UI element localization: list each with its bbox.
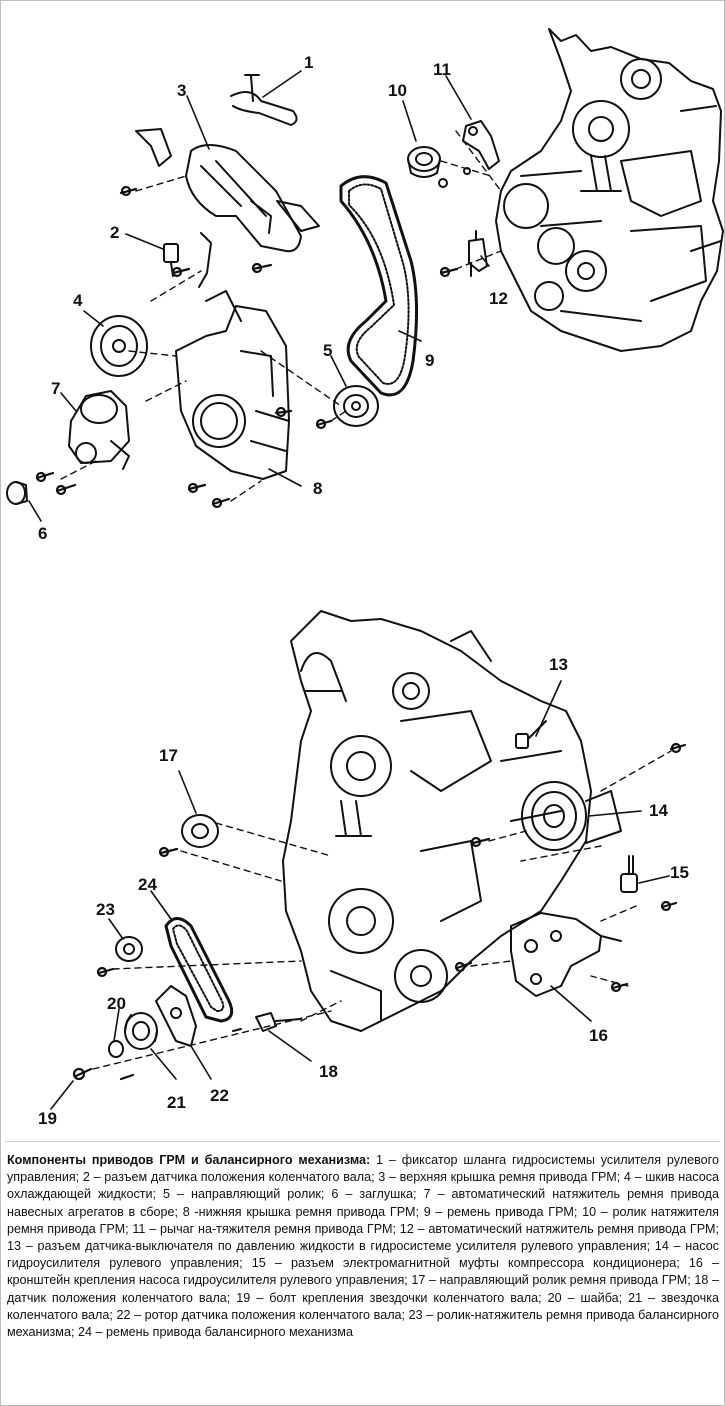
- lower-timing-cover: [175, 290, 290, 480]
- plug-cap: [6, 481, 28, 505]
- callout-23: 23: [96, 900, 115, 919]
- pressure-switch-connector: [515, 720, 547, 749]
- balancer-belt: [164, 917, 234, 1023]
- caption-text: 1 – фиксатор шланга гидросистемы усилите…: [7, 1153, 719, 1340]
- callout-4: 4: [73, 291, 83, 310]
- tensioner-lever: [438, 120, 500, 188]
- callout-12: 12: [489, 289, 508, 308]
- callout-18: 18: [319, 1062, 338, 1081]
- water-pump-pulley: [90, 315, 148, 377]
- washer: [108, 1040, 124, 1058]
- callout-10: 10: [388, 81, 407, 100]
- exploded-view-diagram: 1 2 3 4 5 6 7 8 9 10 11 12 13 14 15 16 1…: [6, 28, 724, 1128]
- tensioner-roller: [407, 146, 441, 178]
- crank-position-sensor: [232, 1012, 302, 1032]
- crank-sprocket: [124, 1012, 158, 1050]
- upper-timing-cover: [185, 144, 302, 253]
- bracket-top-mid: [276, 200, 320, 232]
- timing-belt: [339, 175, 419, 397]
- callout-16: 16: [589, 1026, 608, 1045]
- callout-6: 6: [38, 524, 47, 543]
- auto-tensioner: [468, 230, 488, 277]
- callout-19: 19: [38, 1109, 57, 1128]
- pump-bracket: [510, 912, 622, 997]
- sensor-rotor: [155, 985, 197, 1047]
- assembly-lines-bottom: [92, 750, 672, 1070]
- callout-7: 7: [51, 379, 60, 398]
- callout-1: 1: [304, 53, 313, 72]
- figure-caption: Компоненты приводов ГРМ и балансирного м…: [7, 1152, 719, 1341]
- callout-labels: 1 2 3 4 5 6 7 8 9 10 11 12 13 14 15 16 1…: [38, 53, 689, 1128]
- callout-17: 17: [159, 746, 178, 765]
- callout-15: 15: [670, 863, 689, 882]
- power-steering-pump: [521, 781, 622, 851]
- leader-lines-top: [28, 70, 490, 522]
- balancer-tensioner-roller: [115, 936, 143, 962]
- callout-13: 13: [549, 655, 568, 674]
- callout-9: 9: [425, 351, 434, 370]
- callout-14: 14: [649, 801, 668, 820]
- belt-tensioner-assembly: [68, 390, 130, 470]
- engine-block-top: [495, 28, 724, 352]
- callout-5: 5: [323, 341, 332, 360]
- callout-3: 3: [177, 81, 186, 100]
- callout-24: 24: [138, 875, 157, 894]
- ac-clutch-connector: [620, 855, 638, 893]
- caption-separator: [5, 1141, 720, 1142]
- engine-block-bottom: [282, 610, 592, 1032]
- bolts-top: [35, 185, 459, 509]
- callout-8: 8: [313, 479, 322, 498]
- callout-20: 20: [107, 994, 126, 1013]
- idler-pulley-top: [333, 385, 379, 427]
- leader-lines-bottom: [50, 680, 670, 1110]
- bolts-bottom: [72, 742, 687, 1081]
- caption-title: Компоненты приводов ГРМ и балансирного м…: [7, 1153, 371, 1167]
- assembly-lines-top: [60, 130, 502, 502]
- callout-2: 2: [110, 223, 119, 242]
- callout-21: 21: [167, 1093, 186, 1112]
- bracket-top-left: [135, 128, 172, 167]
- sensor-connector: [163, 232, 212, 288]
- callout-22: 22: [210, 1086, 229, 1105]
- idler-pulley-bottom: [181, 814, 219, 848]
- callout-11: 11: [433, 60, 451, 79]
- hose-clamp: [230, 74, 298, 126]
